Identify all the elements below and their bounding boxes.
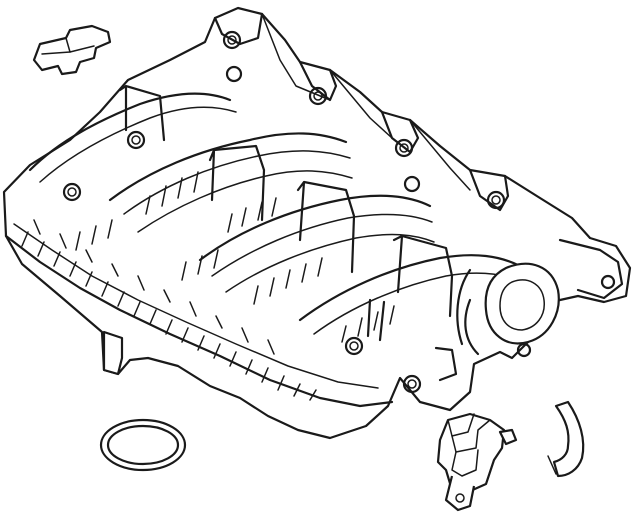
boss-left (62, 182, 82, 202)
runner-ribs (75, 171, 395, 343)
boss-front (344, 336, 364, 356)
boss-right (402, 374, 422, 394)
o-ring-gasket (99, 418, 187, 472)
runner-1 (28, 84, 237, 183)
intake-manifold (2, 6, 632, 440)
throttle-body (456, 238, 624, 358)
vacuum-hose (547, 400, 585, 478)
runner-2 (108, 132, 353, 233)
runner-3 (198, 180, 435, 293)
upper-flange (213, 12, 510, 212)
solenoid-valve (436, 412, 518, 512)
flange-ribs (21, 219, 317, 401)
mounting-bracket (32, 24, 112, 76)
